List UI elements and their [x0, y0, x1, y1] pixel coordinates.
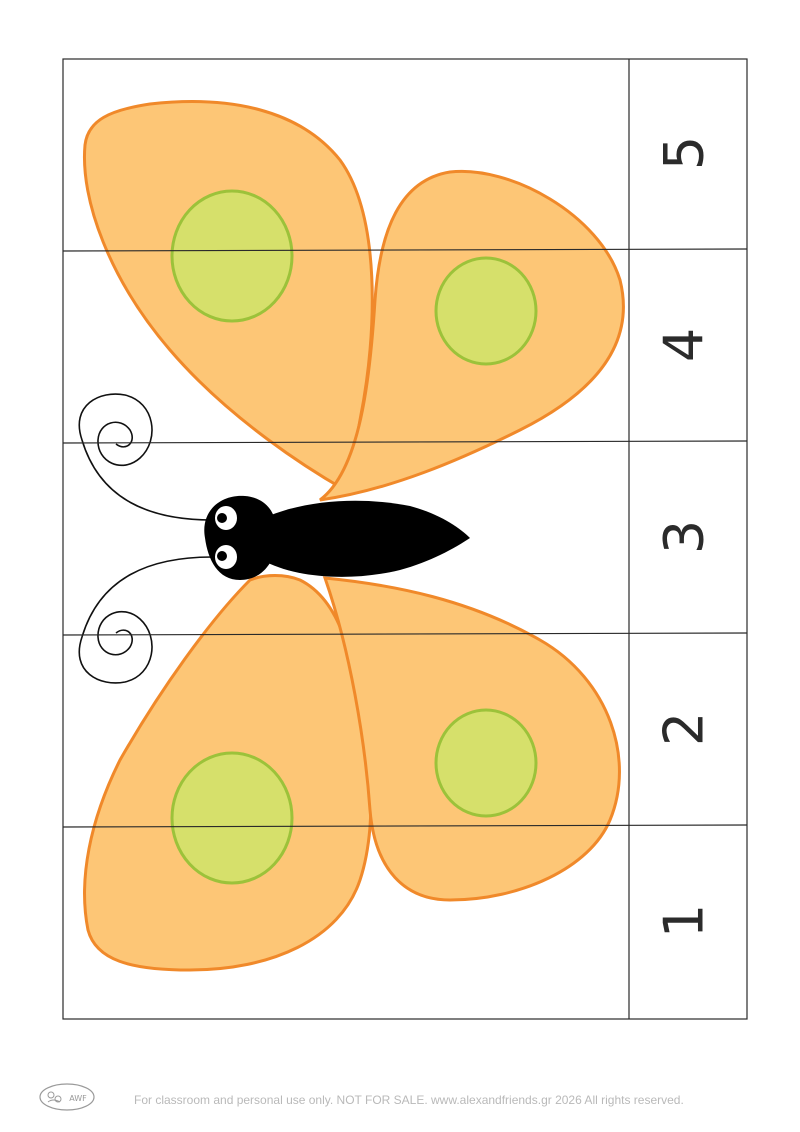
- wing-spot: [170, 189, 294, 323]
- puzzle-grid: [62, 58, 748, 1020]
- antenna-top: [78, 393, 213, 521]
- butterfly-body: [260, 500, 470, 577]
- butterfly-head: [204, 495, 278, 580]
- strip-cut-line: [62, 248, 748, 252]
- strip-number-1: 1: [653, 904, 716, 938]
- alex-and-friends-logo-icon: AWF: [39, 1083, 95, 1111]
- strip-number-4: 4: [653, 328, 716, 362]
- puzzle-border: [62, 58, 748, 1020]
- strip-number-2: 2: [653, 712, 716, 746]
- strip-numbers: 5 4 3 2 1: [653, 136, 716, 938]
- strip-cut-line: [62, 824, 748, 828]
- antenna-bottom: [78, 556, 213, 684]
- strip-number-3: 3: [653, 520, 716, 554]
- butterfly-illustration: [78, 100, 625, 972]
- pupil: [217, 513, 227, 523]
- logo-text: AWF: [69, 1094, 87, 1103]
- copyright-footer: For classroom and personal use only. NOT…: [134, 1093, 684, 1107]
- pupil: [217, 551, 227, 561]
- strip-number-5: 5: [653, 136, 716, 170]
- strip-cut-line: [62, 632, 748, 636]
- wing-spot: [434, 708, 538, 818]
- wing-spot: [170, 751, 294, 885]
- wing-spot: [434, 256, 538, 366]
- strip-cut-line: [62, 440, 748, 444]
